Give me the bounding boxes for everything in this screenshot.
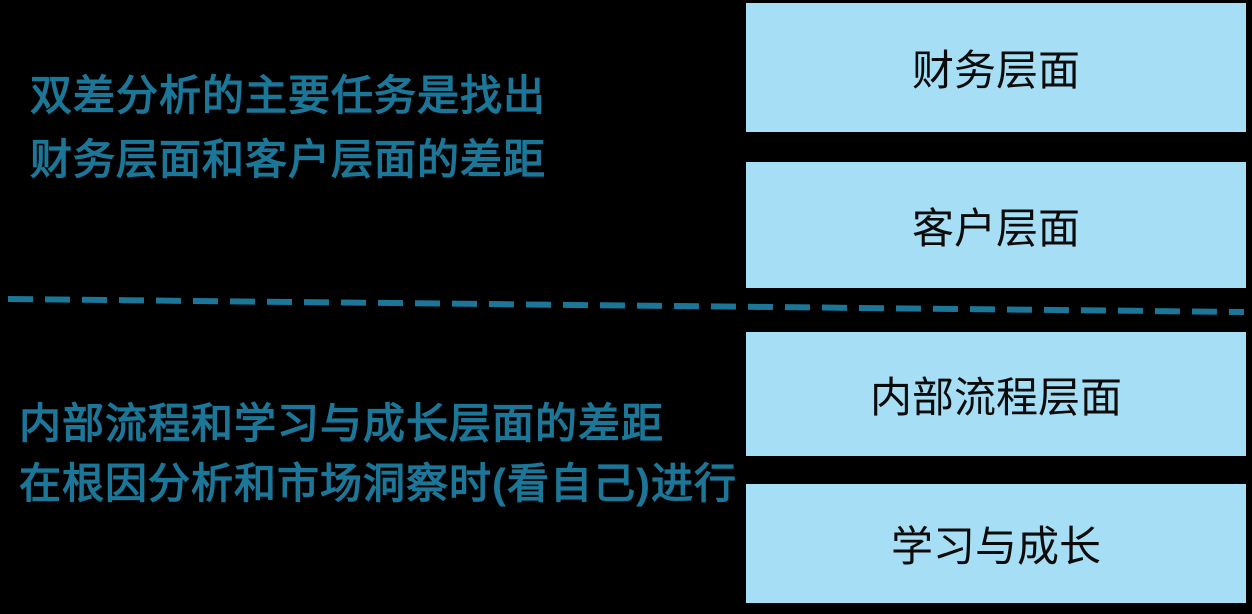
- level-box-customer-label: 客户层面: [911, 204, 1080, 252]
- level-box-financial: 财务层面: [746, 3, 1246, 132]
- level-box-internal-process-label: 内部流程层面: [869, 373, 1122, 421]
- level-box-customer: 客户层面: [746, 162, 1246, 288]
- level-box-internal-process: 内部流程层面: [746, 332, 1246, 456]
- level-box-learning-growth: 学习与成长: [746, 484, 1246, 603]
- level-box-financial-label: 财务层面: [911, 47, 1080, 94]
- note-top-gap: 双差分析的主要任务是找出 财务层面和客户层面的差距: [30, 64, 546, 192]
- level-box-learning-growth-label: 学习与成长: [890, 523, 1101, 570]
- note-bottom-gap: 内部流程和学习与成长层面的差距 在根因分析和市场洞察时(看自己)进行: [19, 394, 737, 514]
- note-top-gap-line2: 财务层面和客户层面的差距: [30, 136, 547, 183]
- note-bottom-gap-line1: 内部流程和学习与成长层面的差距: [19, 400, 665, 447]
- note-top-gap-line1: 双差分析的主要任务是找出: [30, 72, 547, 119]
- note-bottom-gap-line2: 在根因分析和市场洞察时(看自己)进行: [19, 460, 737, 507]
